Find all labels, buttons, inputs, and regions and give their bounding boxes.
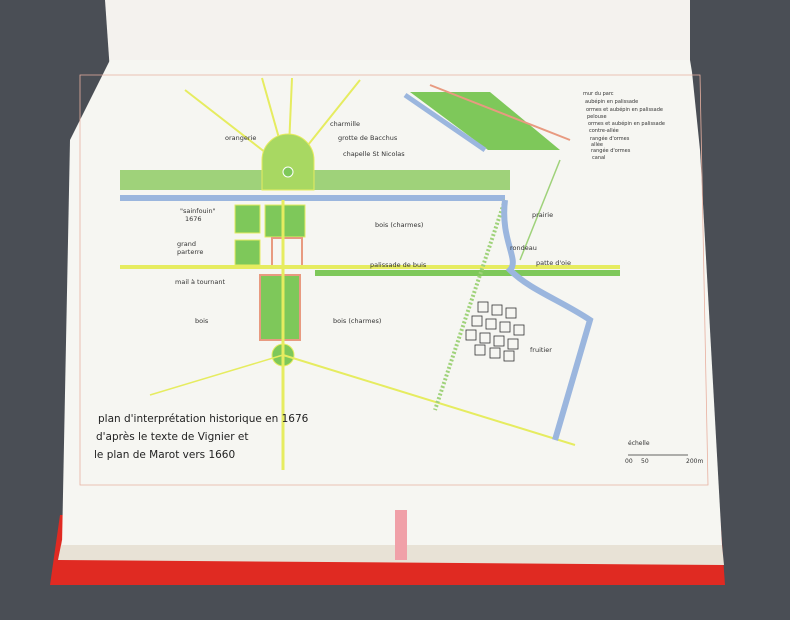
- label-sainfouin: "sainfouin": [180, 207, 216, 215]
- label-bois-charmes: bois (charmes): [333, 317, 382, 325]
- page-edges: [58, 540, 724, 565]
- label-grand: grand: [177, 240, 197, 248]
- scale-tick: 00: [625, 458, 633, 465]
- label-parterre: parterre: [177, 248, 204, 256]
- legend-item: contre-allée: [589, 128, 619, 134]
- label-palissade: palissade de buis: [370, 261, 427, 269]
- caption-line: d'après le texte de Vignier et: [96, 431, 249, 443]
- label-rondeau: rondeau: [510, 244, 537, 252]
- label-patte-doie: patte d'oie: [536, 259, 571, 267]
- label-chapelle: chapelle St Nicolas: [343, 150, 405, 158]
- scale-tick: 200m: [686, 458, 704, 465]
- caption-line: le plan de Marot vers 1660: [94, 449, 236, 461]
- scale-label: échelle: [628, 440, 650, 447]
- map: [120, 77, 688, 470]
- label-mail: mail à tournant: [175, 278, 226, 286]
- map-frame: [79, 74, 709, 486]
- label-bois: bois: [195, 317, 209, 325]
- legend-item: aubépin en palissade: [585, 99, 639, 105]
- label-prairie: prairie: [532, 211, 554, 219]
- legend-item: ormes et aubépin en palissade: [586, 107, 663, 113]
- legend-item: canal: [592, 155, 606, 161]
- bookmark-ribbon: [395, 510, 407, 560]
- page: [62, 60, 722, 545]
- legend-item: rangée d'ormes: [591, 148, 631, 154]
- legend-item: ormes et aubépin en palissade: [588, 121, 665, 127]
- legend-item: allée: [591, 142, 603, 148]
- legend-item: pelouse: [587, 114, 607, 120]
- previous-page: [105, 0, 690, 75]
- label-sainfouin-year: 1676: [185, 215, 202, 223]
- caption-line: plan d'interprétation historique en 1676: [98, 413, 309, 425]
- label-orangerie: orangerie: [225, 134, 257, 142]
- legend-item: rangée d'ormes: [590, 136, 630, 142]
- label-fruitier: fruitier: [530, 346, 552, 354]
- label-grotte: grotte de Bacchus: [338, 134, 398, 142]
- scale-tick: 50: [641, 458, 649, 465]
- legend-item: mur du parc: [583, 91, 614, 97]
- label-bois-charmes: bois (charmes): [375, 221, 424, 229]
- label-charmille: charmille: [330, 120, 360, 128]
